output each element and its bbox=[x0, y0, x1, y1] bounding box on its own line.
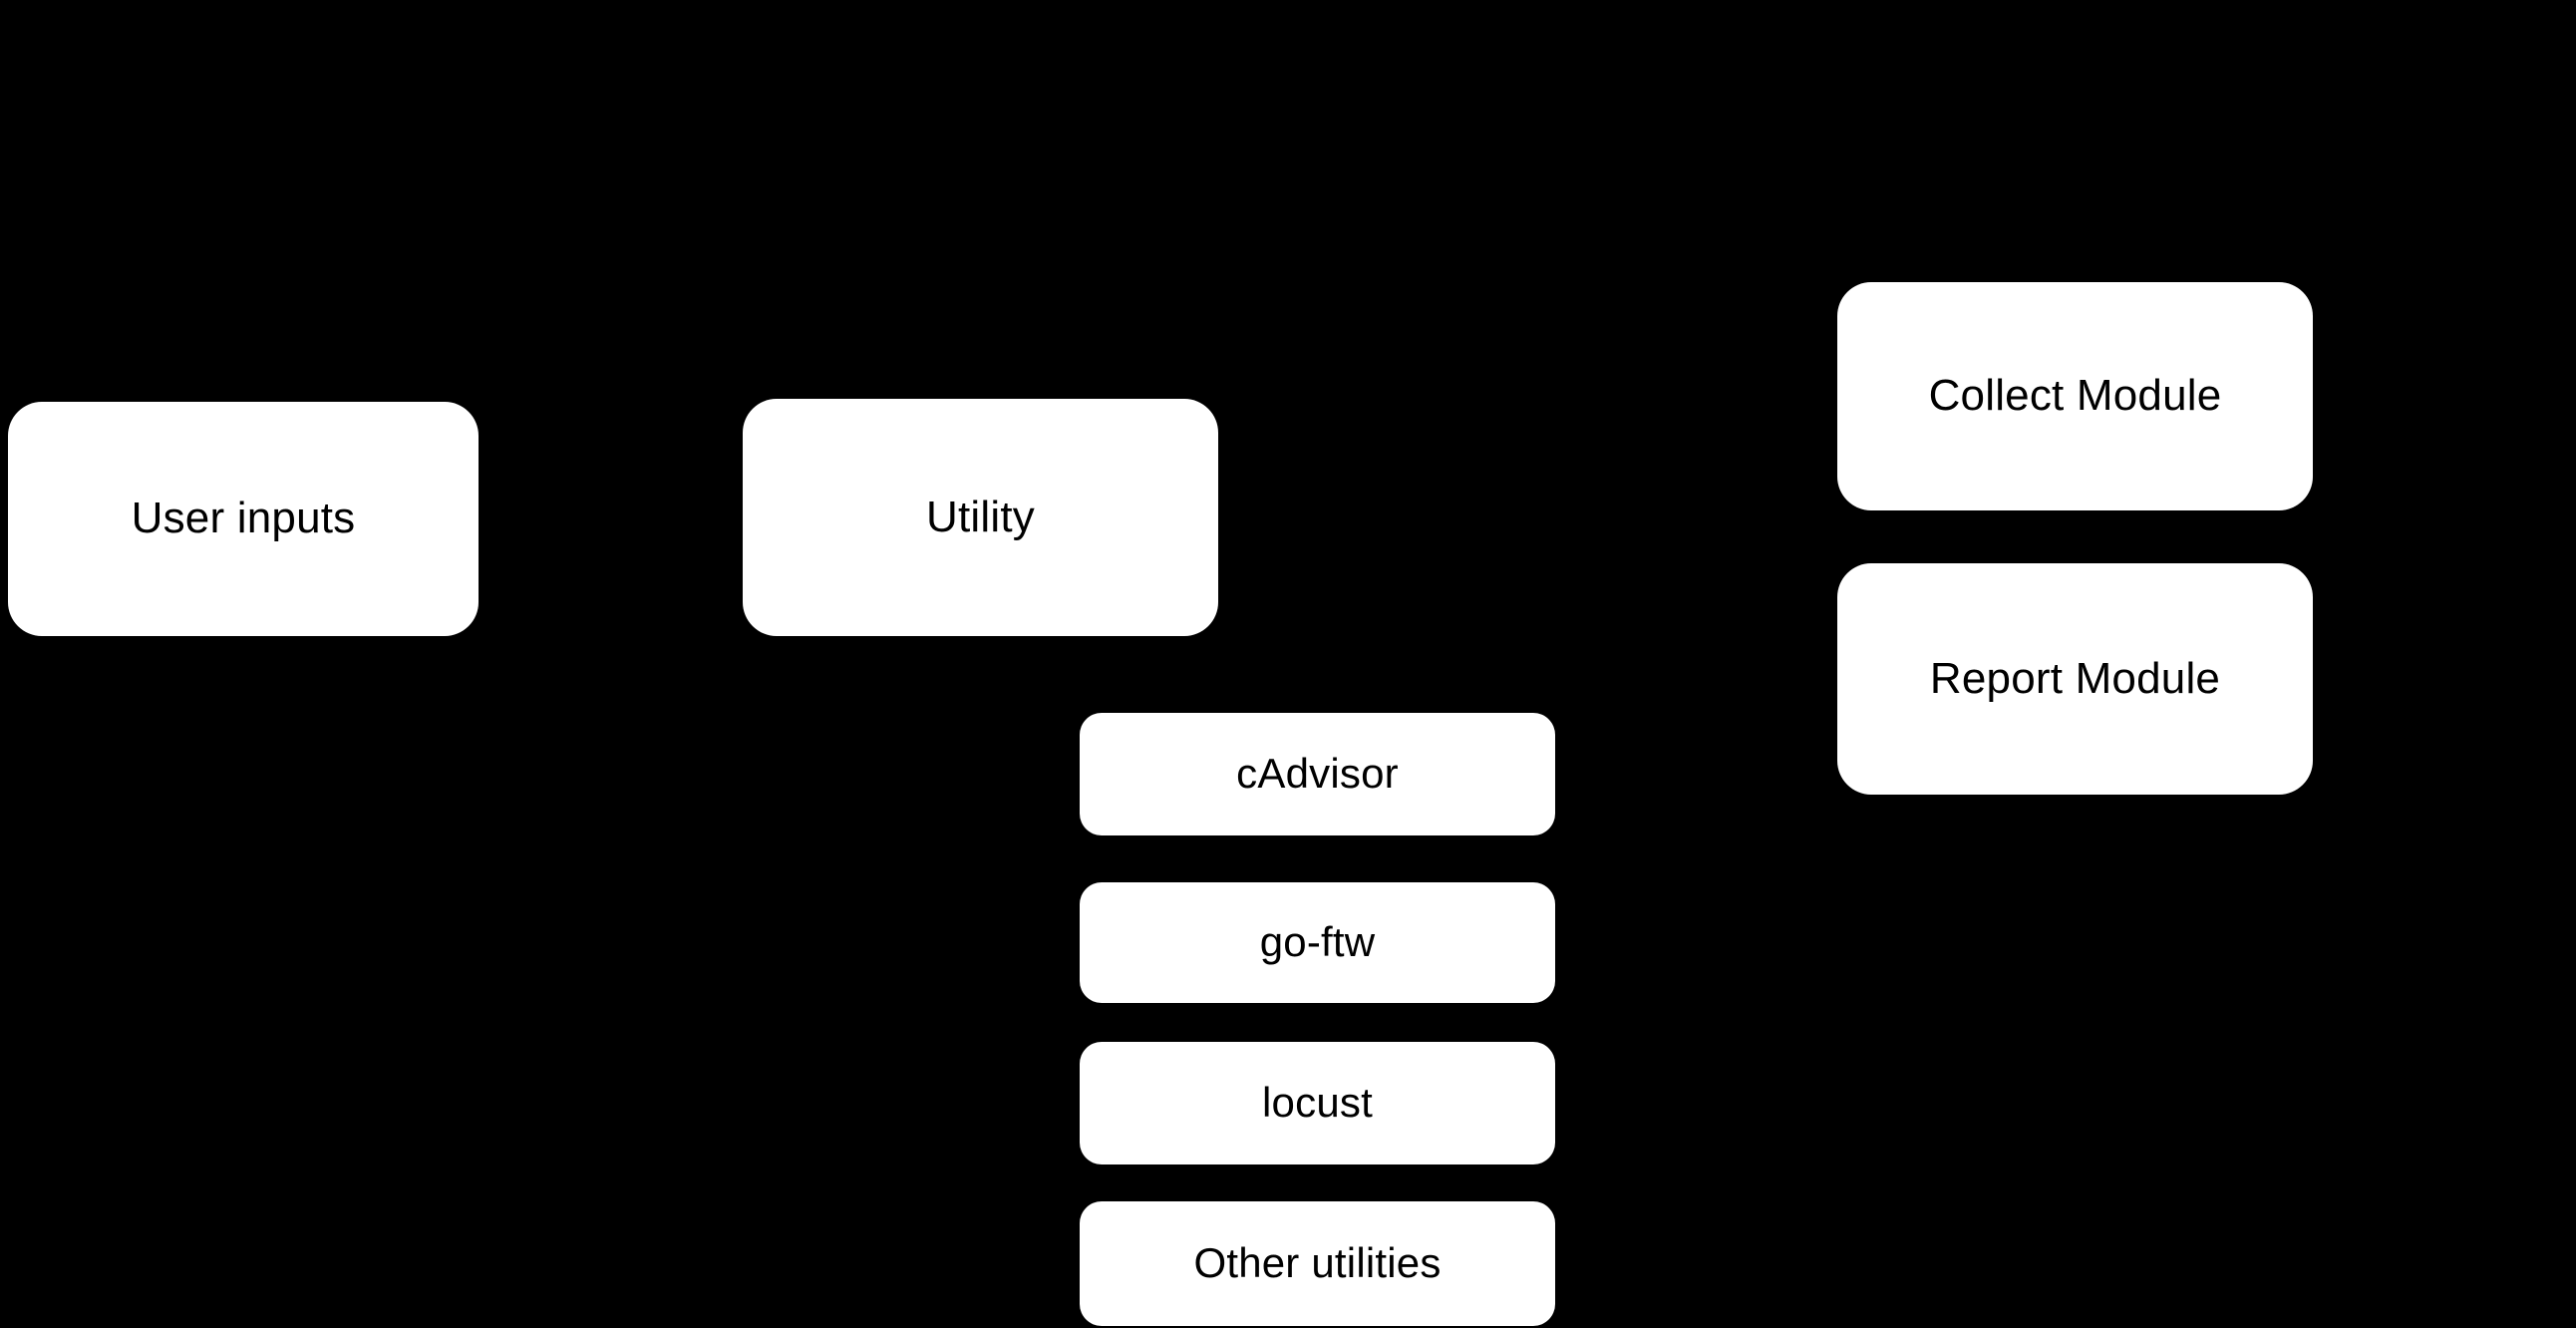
node-go-ftw[interactable]: go-ftw bbox=[1080, 882, 1555, 1003]
node-locust-label: locust bbox=[1262, 1079, 1373, 1127]
node-cadvisor[interactable]: cAdvisor bbox=[1080, 713, 1555, 835]
node-utility[interactable]: Utility bbox=[743, 399, 1218, 636]
node-user-inputs[interactable]: User inputs bbox=[8, 402, 479, 636]
node-go-ftw-label: go-ftw bbox=[1259, 918, 1376, 966]
node-cadvisor-label: cAdvisor bbox=[1236, 750, 1399, 798]
node-collect-module[interactable]: Collect Module bbox=[1837, 282, 2313, 510]
node-utility-label: Utility bbox=[926, 492, 1035, 541]
node-report-module-label: Report Module bbox=[1929, 653, 2221, 703]
node-other-utilities[interactable]: Other utilities bbox=[1080, 1201, 1555, 1326]
node-locust[interactable]: locust bbox=[1080, 1042, 1555, 1164]
node-other-utilities-label: Other utilities bbox=[1193, 1239, 1442, 1287]
node-report-module[interactable]: Report Module bbox=[1837, 563, 2313, 795]
node-collect-module-label: Collect Module bbox=[1928, 371, 2222, 421]
node-user-inputs-label: User inputs bbox=[131, 494, 356, 543]
